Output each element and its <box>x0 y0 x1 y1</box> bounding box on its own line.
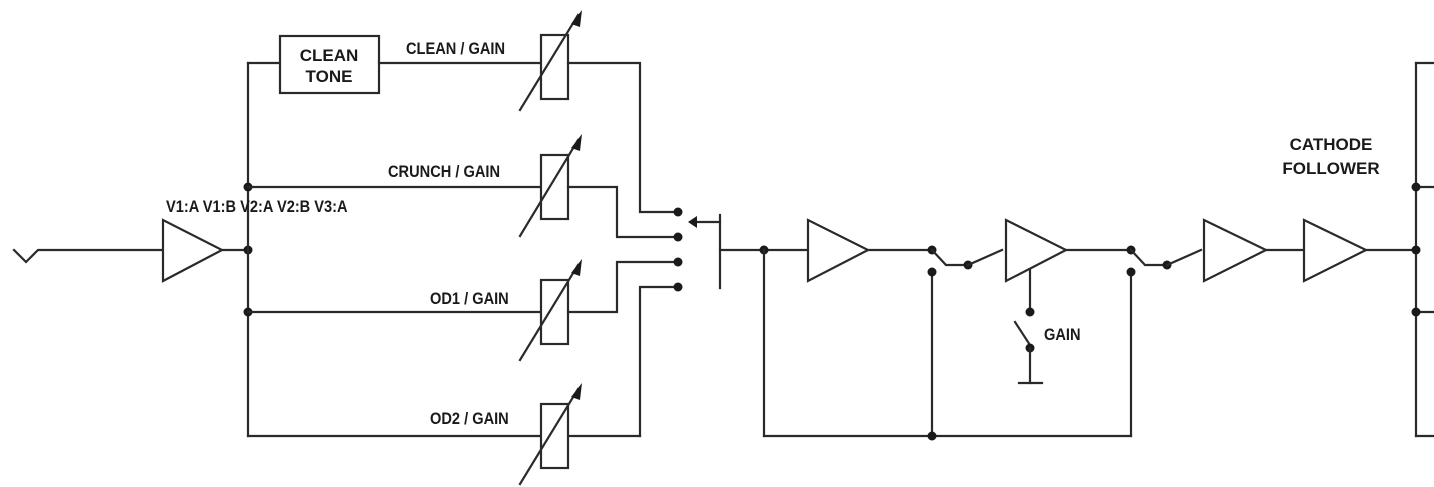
amp-triangle-stage2 <box>806 218 871 283</box>
preamp-stages-label: V1:A V1:B V2:A V2:B V3:A <box>166 198 348 216</box>
clean-gain-pot <box>518 10 582 112</box>
amp-triangle-cathode-follower <box>1302 218 1369 283</box>
cathode-follower-label-line2: FOLLOWER <box>1282 159 1379 178</box>
clean-gain-label: CLEAN / GAIN <box>406 40 505 58</box>
wire-od2-out <box>638 285 680 438</box>
amp-triangle-stage3 <box>1004 218 1069 283</box>
gain-switch-arm <box>1013 320 1032 347</box>
clean-tone-box <box>278 34 381 95</box>
cathode-follower-label-line1: CATHODE <box>1290 135 1373 154</box>
gain-switch-label: GAIN <box>1044 326 1081 344</box>
junction-dot <box>1411 245 1421 255</box>
wire-crunch-out <box>566 185 680 239</box>
junction-dot <box>1025 307 1035 317</box>
clean-tone-label-line2: TONE <box>306 67 353 86</box>
bypass-switch-arm-2 <box>1165 248 1203 267</box>
amp-triangle-stage4 <box>1202 218 1269 283</box>
gain-bypass-switch-arm <box>966 248 1004 267</box>
od1-gain-label: OD1 / GAIN <box>430 290 509 308</box>
junction-dot <box>927 267 937 277</box>
junction-dot <box>1411 307 1421 317</box>
junction-dot <box>927 431 937 441</box>
od2-gain-pot <box>518 383 582 486</box>
junction-dot <box>1126 267 1136 277</box>
od2-gain-label: OD2 / GAIN <box>430 410 509 428</box>
crunch-gain-label: CRUNCH / GAIN <box>388 163 500 181</box>
wire-main-3 <box>930 248 970 267</box>
wire-od1-out <box>566 260 680 314</box>
od1-gain-pot <box>518 259 582 362</box>
wire-clean-out <box>566 61 680 214</box>
crunch-gain-pot <box>518 134 582 238</box>
clean-tone-label-line1: CLEAN <box>300 46 359 65</box>
wire-main-5 <box>1129 248 1169 267</box>
amp-triangle-input <box>161 218 225 283</box>
input-jack-symbol <box>12 248 165 264</box>
junction-dot <box>1411 182 1421 192</box>
channel-selector-switch <box>673 207 722 292</box>
